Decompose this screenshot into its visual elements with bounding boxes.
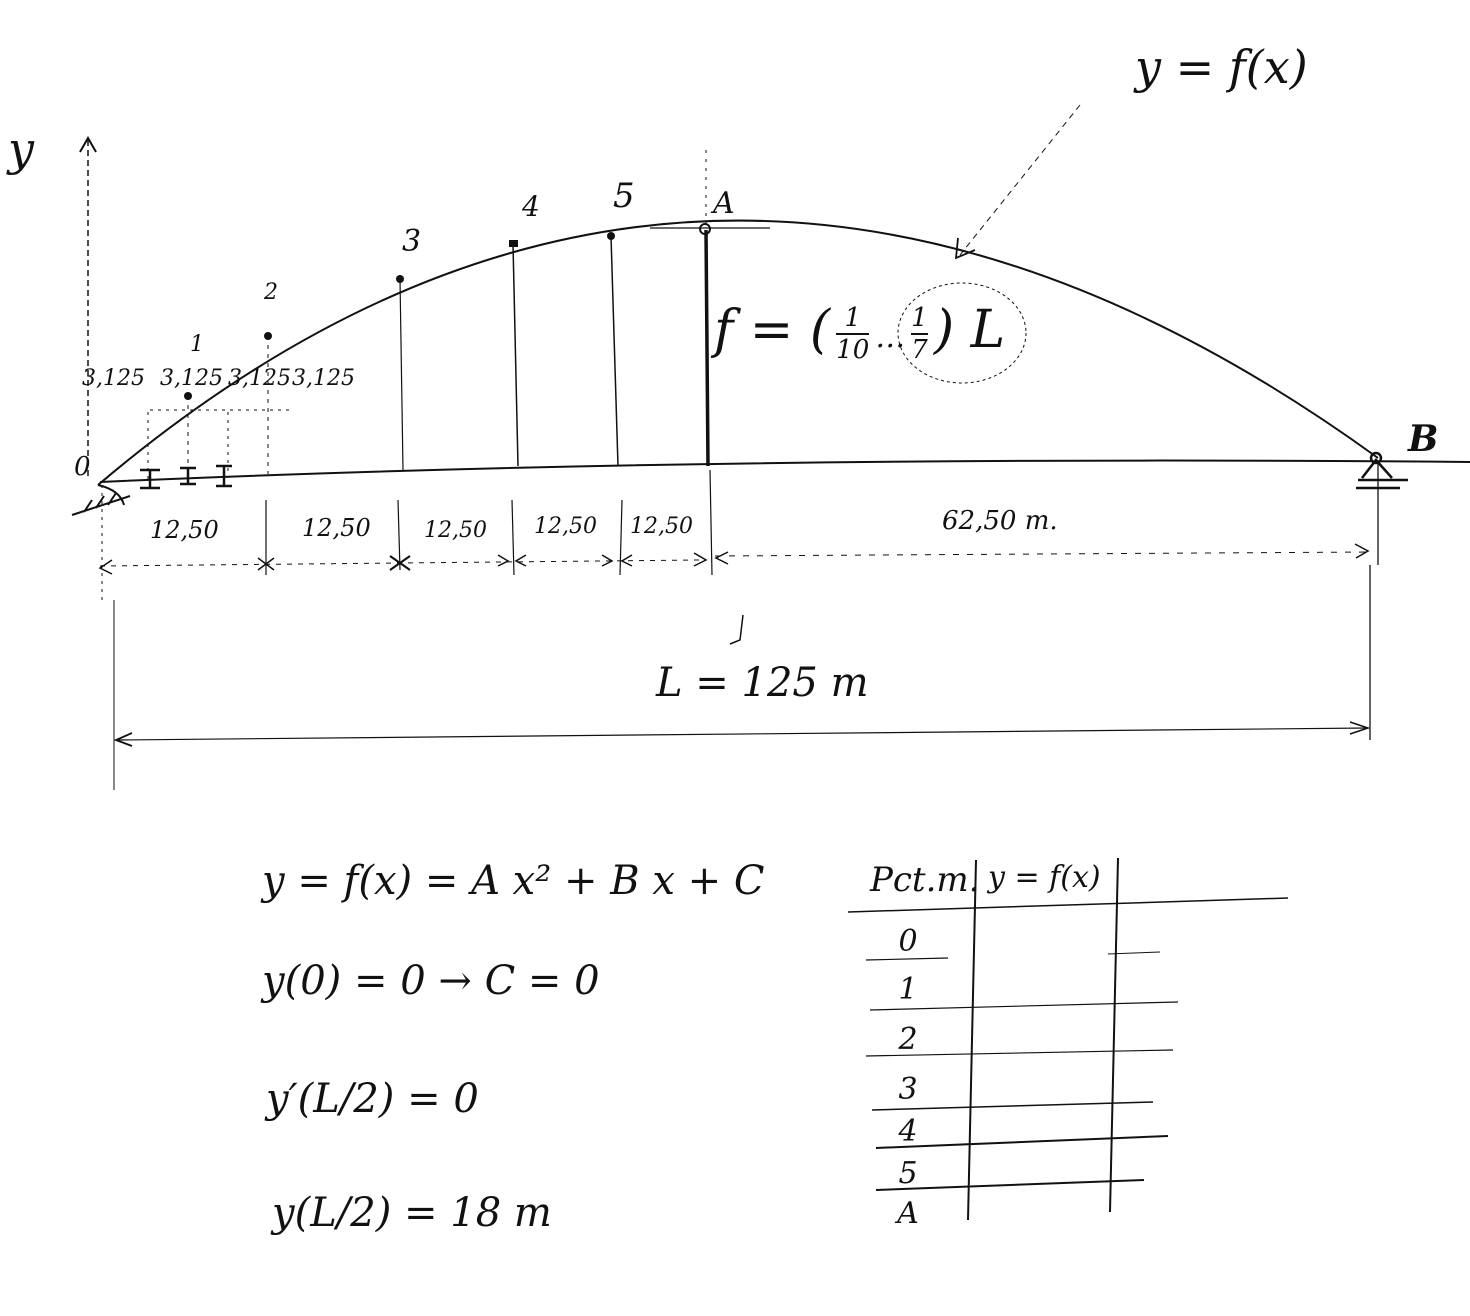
selected-ratio-circle xyxy=(897,282,1027,384)
ordinate-table: Pct.m. y = f(x) 0 1 2 3 4 5 A xyxy=(848,850,1288,1231)
equation-boundary-0: y(0) = 0 → C = 0 xyxy=(262,958,600,1004)
arch-curve xyxy=(97,219,1379,486)
point-A-marker xyxy=(699,223,711,235)
sub-marks xyxy=(140,464,232,490)
table-header-ordinate: y = f(x) xyxy=(988,860,1101,895)
half-span-dimension-line xyxy=(714,551,1371,557)
half-span-dim: 62,50 m. xyxy=(942,506,1058,536)
point-1-marker xyxy=(184,392,192,400)
equation-rise-crown: y(L/2) = 18 m xyxy=(272,1190,552,1236)
crown-ordinate xyxy=(704,229,710,467)
sub-spacing-2: 3,125 xyxy=(160,366,223,391)
sub-spacing-3: 3,125 xyxy=(228,366,291,391)
sub-spacing-4: 3,125 xyxy=(292,366,355,391)
span-label: L = 125 m xyxy=(656,660,869,706)
point-label-A: A xyxy=(713,186,735,221)
table-row: 3 xyxy=(898,1072,918,1107)
curve-label: y = f(x) xyxy=(1135,40,1308,94)
point-3-marker xyxy=(396,275,404,283)
segment-dim-4: 12,50 xyxy=(534,514,597,539)
equation-general: y = f(x) = A x² + B x + C xyxy=(262,858,765,904)
y-axis-arrow-icon xyxy=(79,135,97,153)
point-label-5: 5 xyxy=(613,176,635,216)
point-label-3: 3 xyxy=(402,224,422,259)
point-label-1: 1 xyxy=(190,332,204,357)
table-row: 0 xyxy=(898,924,918,959)
point-label-B: B xyxy=(1408,418,1439,460)
table-row: A xyxy=(897,1196,919,1231)
point-5-marker xyxy=(607,232,615,240)
table-row: 4 xyxy=(898,1114,918,1149)
table-header-point: Pct.m. xyxy=(870,860,980,900)
table-row: 2 xyxy=(898,1022,918,1057)
span-dimension-line xyxy=(117,727,1369,741)
equation-slope-crown: y′(L/2) = 0 xyxy=(266,1076,479,1122)
point-label-4: 4 xyxy=(522,190,540,223)
sub-spacing-1: 3,125 xyxy=(82,366,145,391)
segment-dim-3: 12,50 xyxy=(424,518,487,543)
table-row: 1 xyxy=(898,972,918,1007)
table-row: 5 xyxy=(898,1156,918,1191)
segment-dim-1: 12,50 xyxy=(150,516,219,544)
curve-leader-line xyxy=(959,104,1081,256)
point-4-marker xyxy=(509,240,518,247)
segment-dim-5: 12,50 xyxy=(630,514,693,539)
support-0-icon xyxy=(71,484,131,516)
point-label-0: 0 xyxy=(74,452,91,482)
y-axis-label: y xyxy=(8,122,34,176)
segment-dim-2: 12,50 xyxy=(302,514,371,542)
point-label-2: 2 xyxy=(264,280,278,305)
support-B-icon xyxy=(1356,451,1408,490)
point-2-marker xyxy=(264,332,272,340)
chord-line xyxy=(99,459,1470,483)
leader-arrow-icon xyxy=(954,237,976,260)
